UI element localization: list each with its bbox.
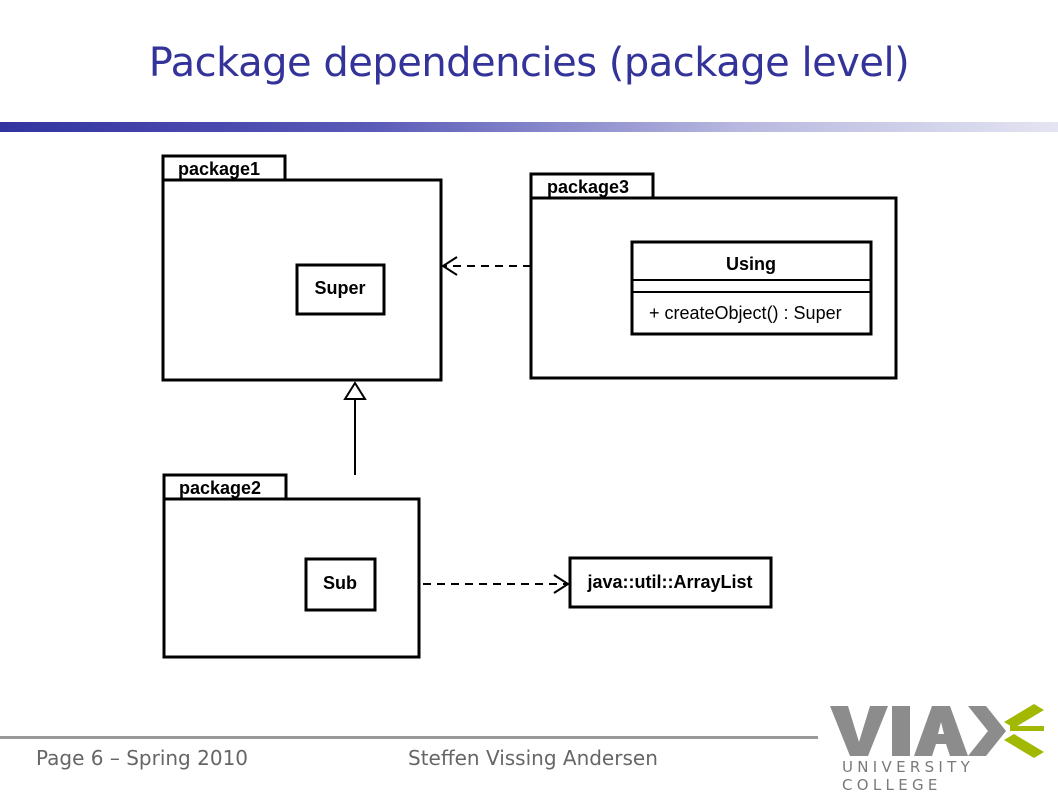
via-logo-i — [892, 706, 910, 756]
generalization-package2-to-package1 — [343, 381, 367, 475]
via-logo-chevron-gray — [968, 706, 1006, 756]
class-using-operation: + createObject() : Super — [649, 303, 842, 323]
dependency-sub-to-arraylist — [423, 574, 570, 594]
via-logo-chevron-green-mid — [1010, 726, 1044, 731]
class-sub-name: Sub — [323, 573, 357, 593]
title-gradient-bar — [0, 122, 1058, 132]
hollow-triangle-icon — [343, 381, 367, 400]
logo-subtitle: UNIVERSITY COLLEGE — [842, 758, 975, 794]
class-using-name: Using — [726, 254, 776, 274]
class-super-name: Super — [314, 278, 365, 298]
footer-author: Steffen Vissing Andersen — [408, 746, 658, 770]
package2: package2 Sub — [162, 473, 421, 659]
package1: package1 Super — [161, 154, 443, 382]
package3: package3 Using + createObject() : Super — [529, 172, 898, 380]
package3-label: package3 — [547, 177, 629, 197]
package2-label: package2 — [179, 478, 261, 498]
class-arraylist: java::util::ArrayList — [568, 556, 773, 609]
class-arraylist-name: java::util::ArrayList — [586, 572, 752, 592]
via-logo-chevron-green-top — [1004, 704, 1044, 728]
footer-page-info: Page 6 – Spring 2010 — [36, 746, 249, 770]
via-logo-v — [830, 706, 888, 756]
package1-label: package1 — [178, 159, 260, 179]
open-arrowhead-icon — [441, 256, 458, 276]
package1-tab — [161, 154, 287, 182]
slide-title: Package dependencies (package level) — [148, 40, 910, 86]
class-arraylist-box — [568, 556, 773, 609]
footer-rule — [0, 736, 818, 739]
via-logo-chevron-green-bot — [1004, 734, 1044, 758]
package-diagram: package1 Super package3 Using + createOb… — [161, 154, 898, 659]
class-using-box — [630, 240, 873, 336]
via-logo — [830, 704, 1044, 758]
package2-tab — [162, 473, 288, 501]
via-logo-a-counter — [938, 722, 944, 734]
package2-body — [162, 497, 421, 659]
dependency-package3-to-package1 — [441, 256, 531, 276]
open-arrowhead-icon — [553, 574, 570, 594]
class-super-box — [295, 263, 386, 316]
class-sub-box — [304, 557, 377, 612]
